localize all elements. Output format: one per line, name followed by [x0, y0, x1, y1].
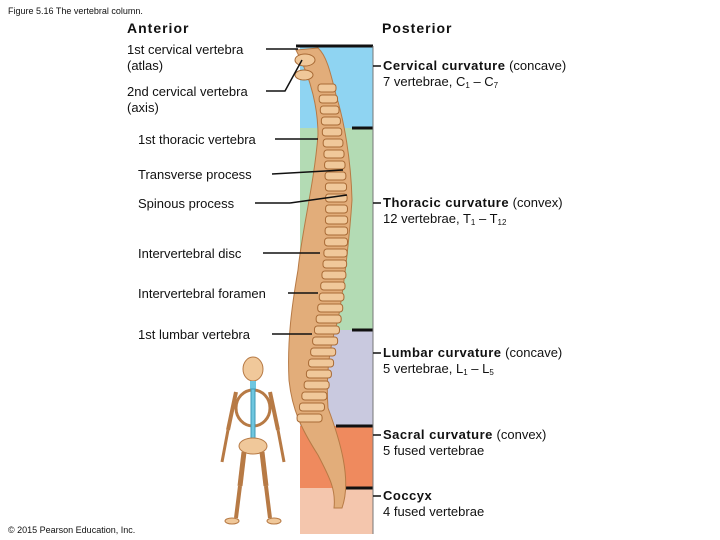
vertebra-segments: [296, 83, 349, 423]
label-spinous-process: Spinous process: [138, 196, 235, 211]
thoracic-end: 12: [497, 218, 507, 227]
axis-vertebra: [294, 69, 314, 81]
vertebra: [313, 325, 340, 335]
vertebra: [308, 358, 335, 368]
vertebra: [324, 171, 347, 181]
label-intervertebral-foramen: Intervertebral foramen: [138, 286, 266, 301]
vertebra: [322, 138, 344, 148]
vertebra: [324, 215, 349, 225]
posterior-header: Posterior: [382, 20, 453, 36]
skeleton-thumbnail: [220, 356, 286, 525]
vertebra: [298, 402, 325, 412]
label-intervertebral-disc: Intervertebral disc: [138, 246, 242, 261]
vertebra: [325, 204, 348, 214]
right-leader-lines: [373, 65, 381, 497]
vertebra: [322, 259, 348, 269]
thoracic-curvature-label: Thoracic curvature (convex) 12 vertebrae…: [383, 195, 563, 231]
lumbar-dash: – L: [467, 361, 490, 376]
label-first-lumbar: 1st lumbar vertebra: [138, 327, 250, 342]
label-transverse-process: Transverse process: [138, 167, 252, 182]
left-leader-lines: [255, 48, 348, 335]
vertebra: [324, 182, 348, 192]
cervical-name: Cervical curvature: [383, 58, 506, 73]
coccyx-count: 4 fused vertebrae: [383, 504, 485, 519]
lumbar-end: 5: [489, 368, 494, 377]
vertebra: [296, 413, 323, 423]
vertebra: [320, 116, 341, 126]
cervical-curvature-label: Cervical curvature (concave) 7 vertebrae…: [383, 58, 566, 94]
sacral-name: Sacral curvature: [383, 427, 493, 442]
cervical-count: 7 vertebrae, C: [383, 74, 466, 89]
cervical-dash: – C: [469, 74, 494, 89]
atlas-vertebra: [294, 53, 316, 67]
vertebra: [317, 83, 337, 93]
label-atlas: 1st cervical vertebra (atlas): [127, 42, 244, 73]
vertebra: [320, 281, 346, 291]
vertebra: [310, 347, 337, 357]
lumbar-curvature-label: Lumbar curvature (concave) 5 vertebrae, …: [383, 345, 562, 381]
coccyx-name: Coccyx: [383, 488, 433, 503]
coccyx-label: Coccyx 4 fused vertebrae: [383, 488, 484, 520]
sacral-count: 5 fused vertebrae: [383, 443, 485, 458]
vertebra: [324, 226, 349, 236]
lumbar-count: 5 vertebrae, L: [383, 361, 464, 376]
vertebra: [319, 105, 340, 115]
vertebra: [301, 391, 328, 401]
lumbar-start: 1: [463, 368, 468, 377]
thoracic-name: Thoracic curvature: [383, 195, 510, 210]
sacral-curvature-label: Sacral curvature (convex) 5 fused verteb…: [383, 427, 546, 459]
vertebra: [315, 314, 342, 324]
cervical-desc: (concave): [509, 58, 567, 73]
anterior-header: Anterior: [127, 20, 190, 36]
cervical-end: 7: [493, 81, 499, 90]
vertebra: [318, 94, 339, 104]
vertebra: [323, 149, 345, 159]
cervical-start: 1: [465, 81, 470, 90]
vertebra: [303, 380, 330, 390]
lumbar-desc: (concave): [505, 345, 563, 360]
vertebra: [305, 369, 332, 379]
vertebra: [318, 292, 345, 302]
vertebra: [324, 237, 348, 247]
thoracic-desc: (convex): [512, 195, 563, 210]
vertebra: [324, 160, 346, 170]
copyright-notice: © 2015 Pearson Education, Inc.: [8, 525, 136, 535]
thoracic-dash: – T: [475, 211, 498, 226]
thoracic-start: 1: [470, 218, 476, 227]
lumbar-name: Lumbar curvature: [383, 345, 502, 360]
vertebra: [321, 270, 347, 280]
label-axis: 2nd cervical vertebra (axis): [127, 84, 248, 115]
figure-caption: Figure 5.16 The vertebral column.: [8, 6, 143, 16]
thoracic-count: 12 vertebrae, T: [383, 211, 471, 226]
vertebra: [317, 303, 344, 313]
label-first-thoracic: 1st thoracic vertebra: [138, 132, 256, 147]
vertebra: [312, 336, 339, 346]
vertebra: [323, 248, 348, 258]
sacral-desc: (convex): [496, 427, 547, 442]
vertebra: [321, 127, 343, 137]
